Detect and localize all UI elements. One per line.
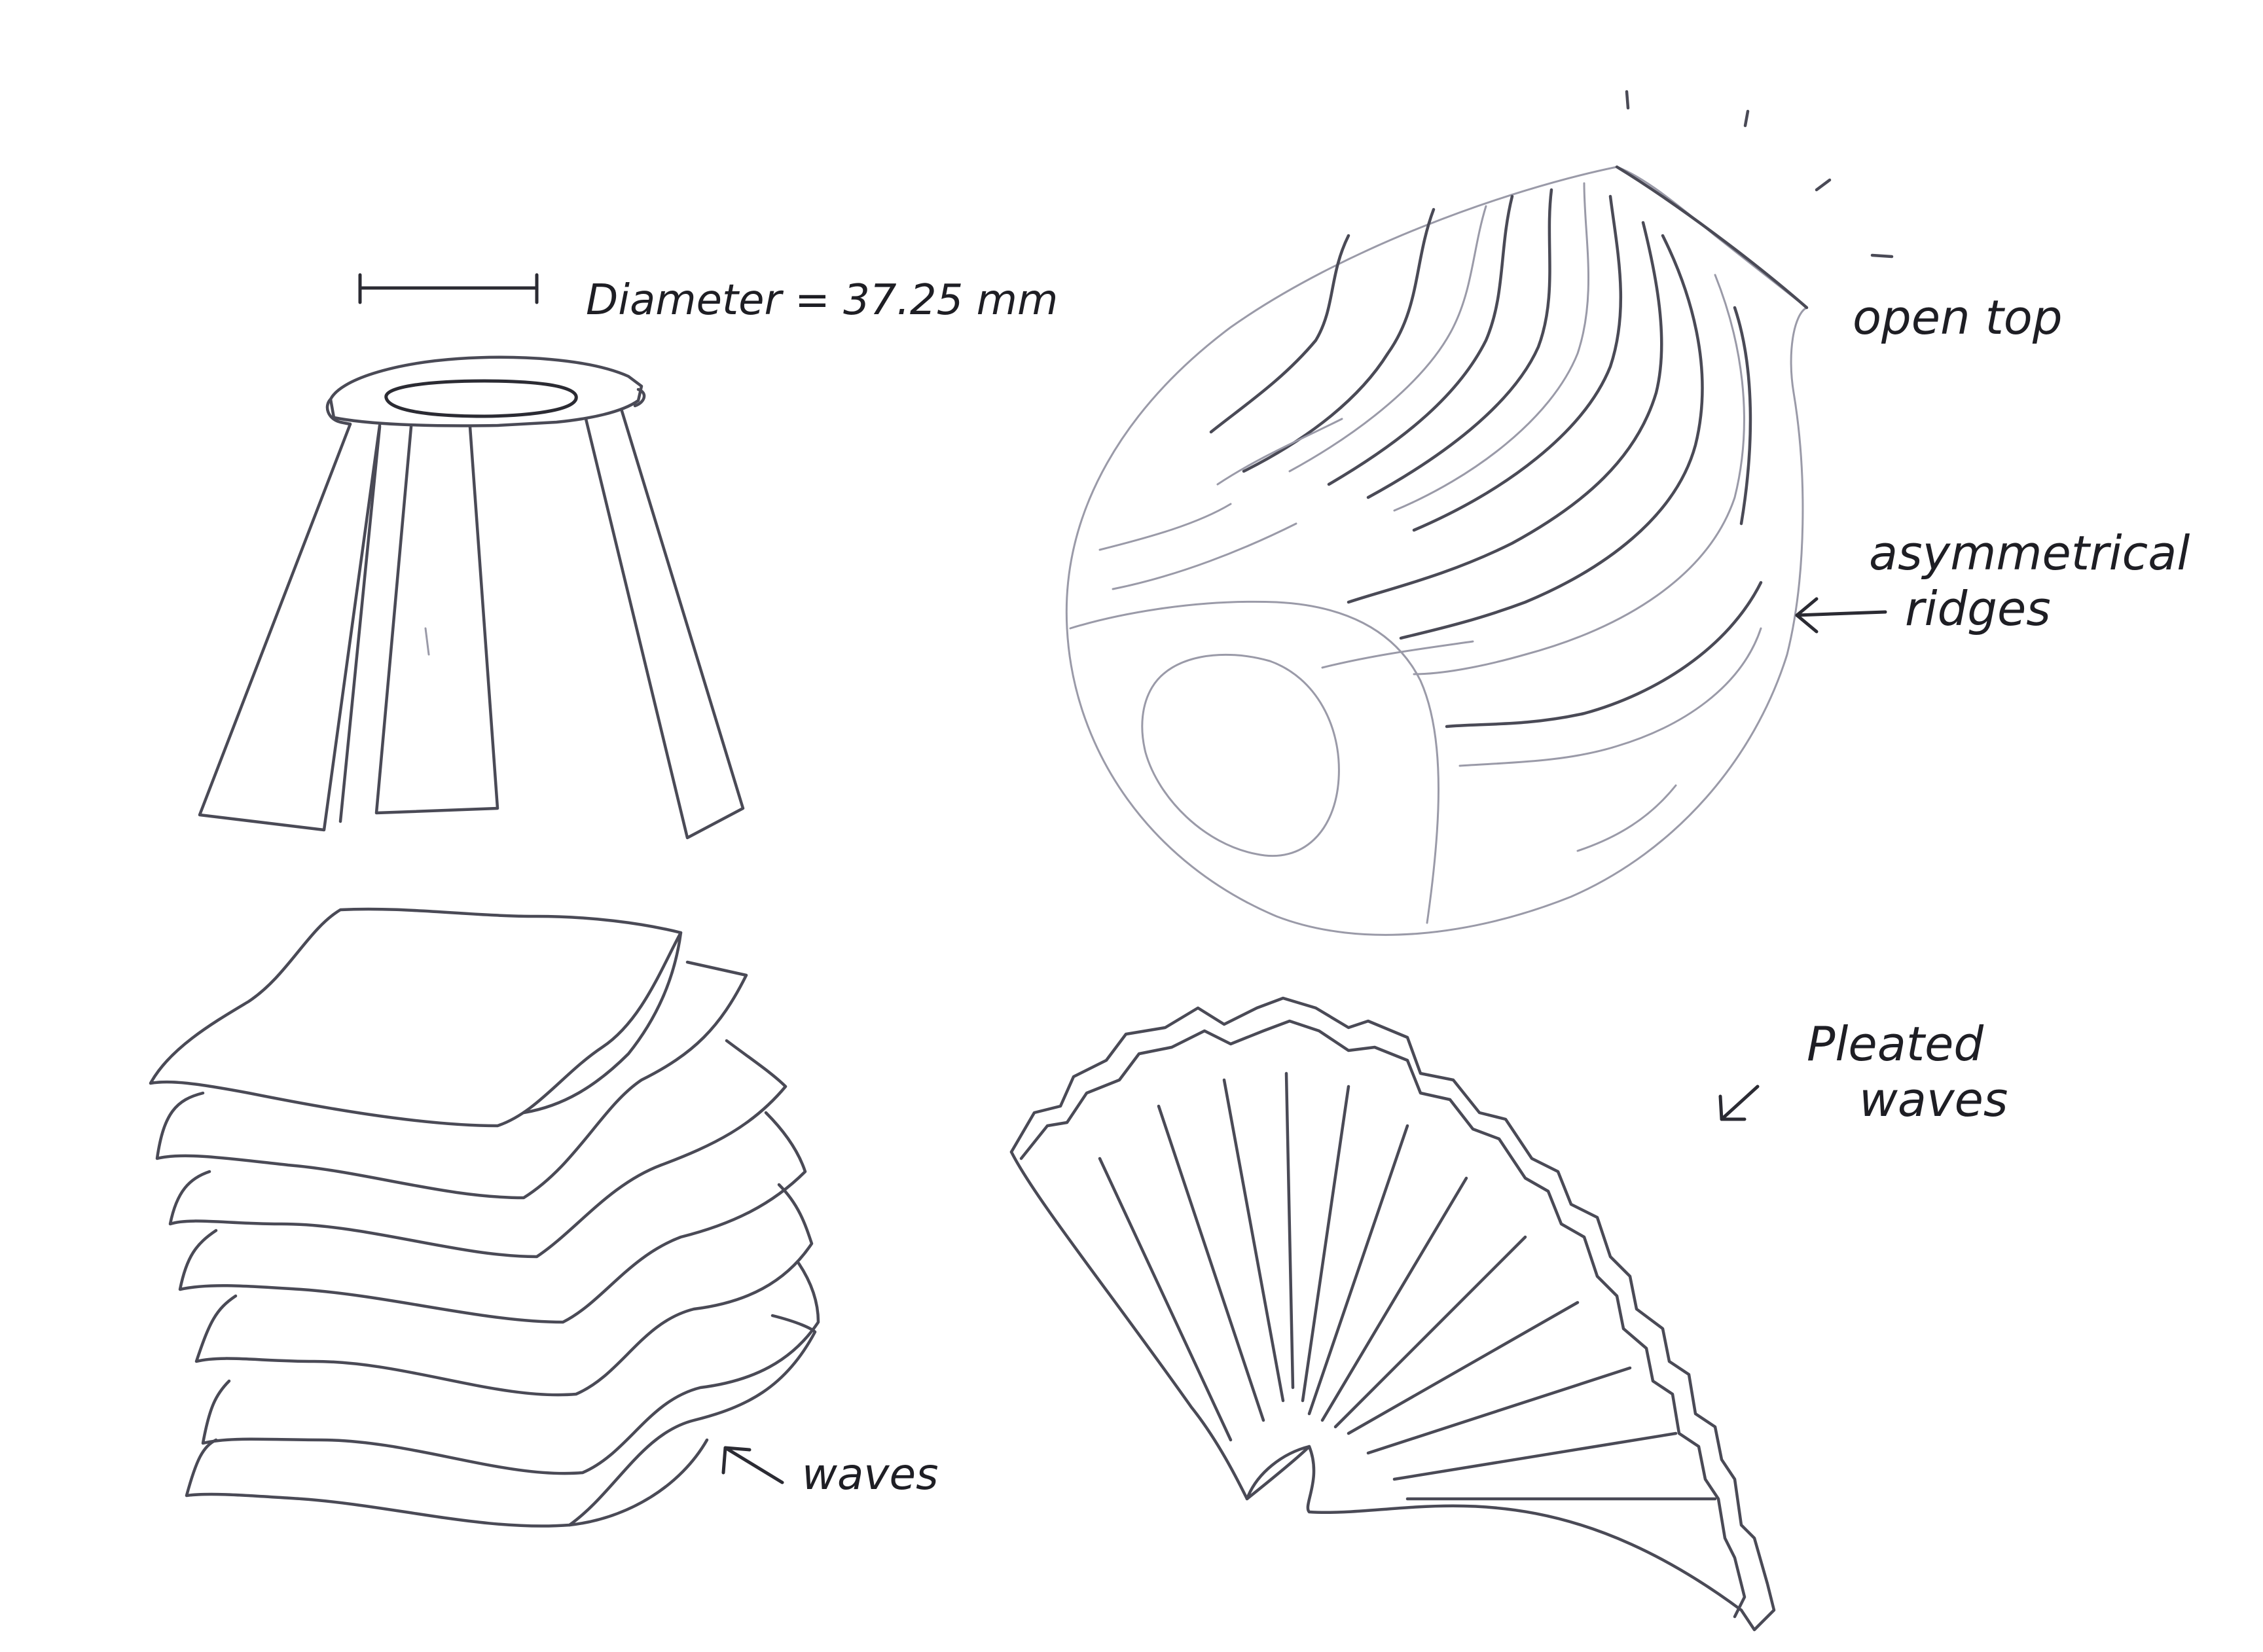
pleated-waves-label: waves	[1859, 1072, 2008, 1127]
arrow-down-left-icon	[1720, 1086, 1758, 1119]
diameter-label: Diameter = 37.25 mm	[586, 276, 1058, 325]
pleated-label: Pleated	[1807, 1016, 1984, 1071]
asymmetrical-label: asymmetrical	[1869, 526, 2190, 581]
ridges-label: ridges	[1905, 581, 2051, 636]
waves-label: waves	[802, 1449, 938, 1499]
arrow-up-left-icon	[723, 1448, 782, 1482]
stacked-wave-sheets-sketch	[151, 909, 818, 1526]
arrow-left-icon	[1797, 599, 1885, 632]
pleated-fan-sketch	[1011, 998, 1774, 1630]
legged-stand-sketch	[200, 357, 743, 838]
dimension-bar-icon	[360, 275, 537, 302]
ridged-barrel-sketch	[1066, 92, 1892, 935]
open-top-label: open top	[1853, 290, 2063, 345]
